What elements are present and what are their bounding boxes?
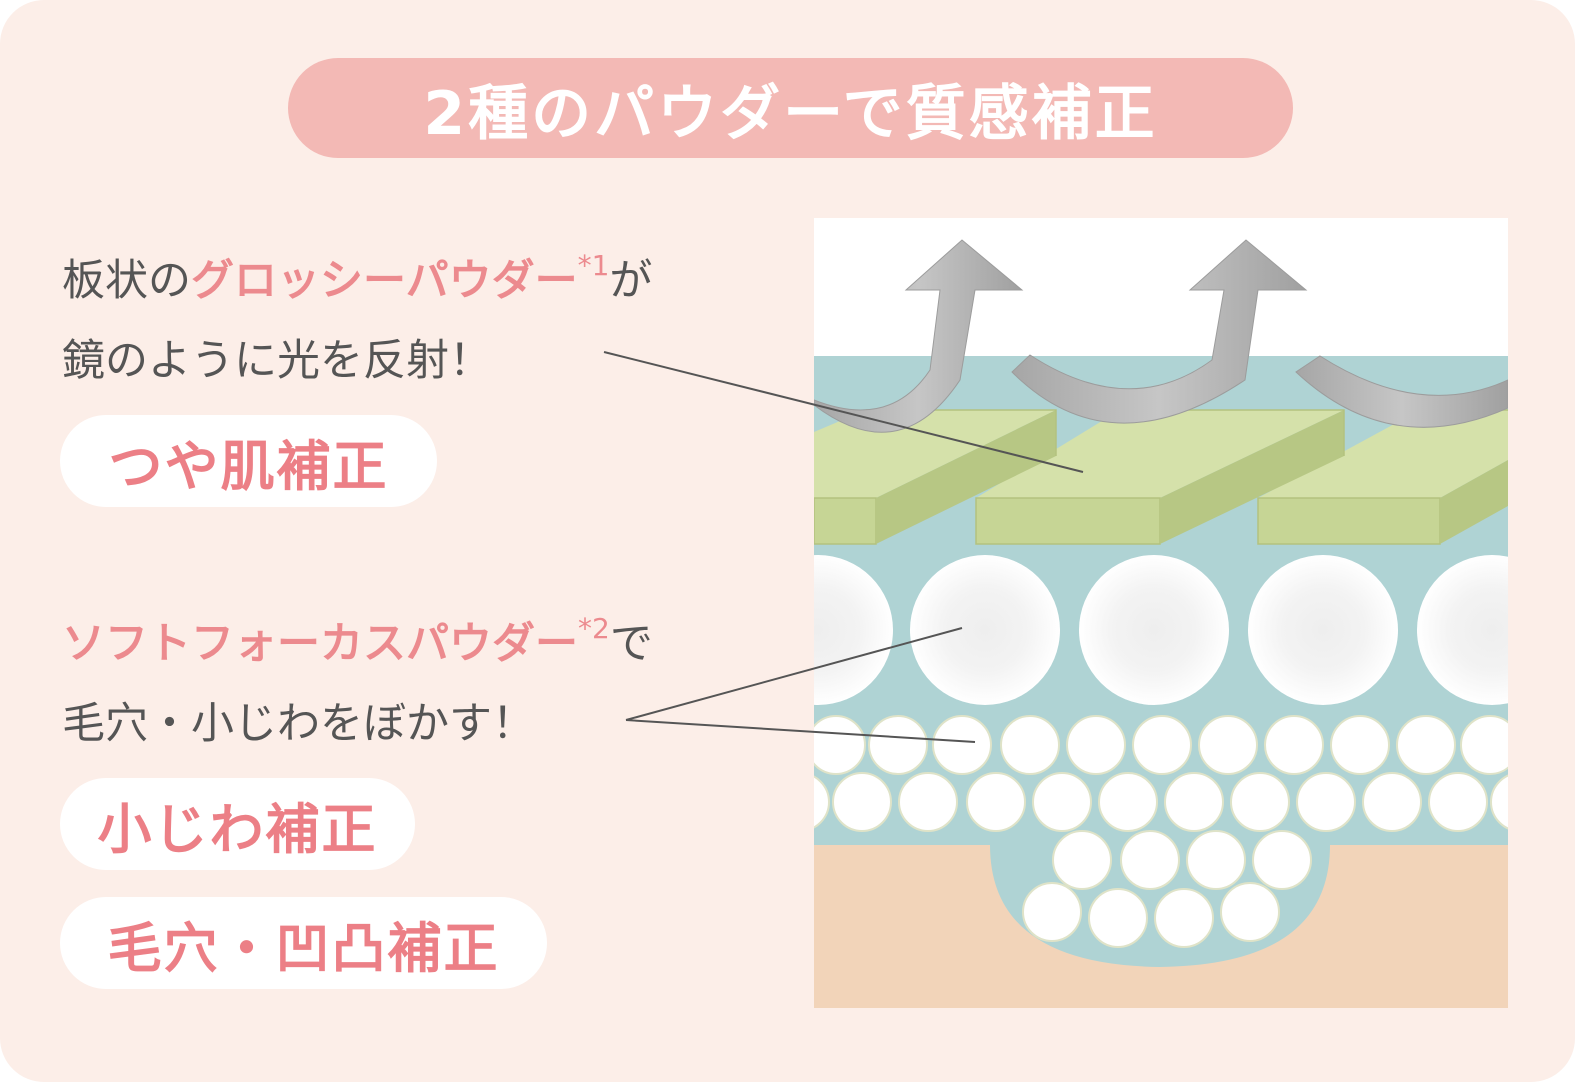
soft-focus-large-spheres xyxy=(814,555,1508,705)
softfocus-description-line1: ソフトフォーカスパウダー*2で xyxy=(62,615,653,666)
softfocus-description-line2: 毛穴・小じわをぼかす！ xyxy=(62,699,535,749)
pore-effect-badge: 毛穴・凹凸補正 xyxy=(60,897,547,989)
glossy-plates xyxy=(814,409,1508,545)
glossy-powder-name: グロッシーパウダー xyxy=(191,256,578,306)
softfocus-powder-name: ソフトフォーカスパウダー xyxy=(62,619,578,669)
reflection-arrows xyxy=(814,239,1508,433)
glossy-footnote-mark: *1 xyxy=(577,249,610,282)
page-title: 2種のパウダーで質感補正 xyxy=(288,58,1293,158)
glossy-description-line1: 板状のグロッシーパウダー*1が xyxy=(62,252,652,303)
glossy-line1-prefix: 板状の xyxy=(62,256,191,306)
wrinkle-effect-badge: 小じわ補正 xyxy=(60,778,415,870)
softfocus-footnote-mark: *2 xyxy=(578,612,610,645)
soft-focus-small-spheres xyxy=(814,715,1508,948)
glossy-description-line2: 鏡のように光を反射！ xyxy=(62,336,492,386)
softfocus-leader-line-upper xyxy=(625,627,963,721)
glossy-effect-badge: つや肌補正 xyxy=(60,415,437,507)
glossy-leader-line xyxy=(603,351,1084,473)
softfocus-line1-suffix: で xyxy=(609,619,653,669)
softfocus-leader-line-lower xyxy=(625,719,976,743)
leader-lines xyxy=(603,351,1084,743)
glossy-line1-suffix: が xyxy=(609,256,653,306)
